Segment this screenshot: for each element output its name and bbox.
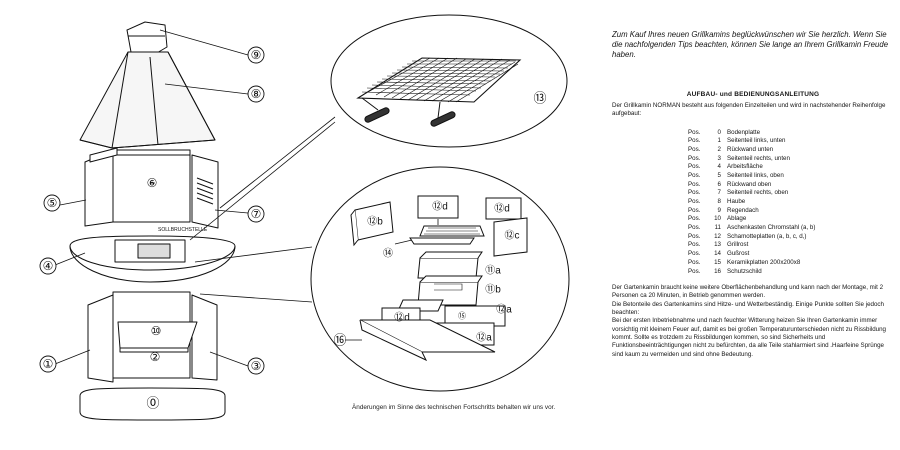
detail-grill-grate bbox=[330, 14, 568, 148]
callout-hood: ⑧ bbox=[251, 87, 262, 101]
callout-upper-right-side: ⑦ bbox=[251, 207, 262, 221]
part-hood bbox=[79, 51, 216, 149]
callout-lower-right-side: ③ bbox=[251, 359, 262, 373]
callout-upper-back-wall: ⑥ bbox=[147, 176, 158, 190]
exploded-assembly-diagram: ⑨ ⑧ ⑤ ⑦ ④ ① ③ ⑥ ⑩ ② ⓪ ⑬ ⑯ SOLLBRUCHSTELL… bbox=[39, 14, 570, 421]
assembly-intro: Der Grillkamin NORMAN besteht aus folgen… bbox=[612, 101, 886, 118]
technical-change-footnote: Änderungen im Sinne des technischen Fort… bbox=[352, 404, 556, 411]
part-lower-right-side bbox=[191, 294, 218, 381]
callout-upper-left-side: ⑤ bbox=[47, 196, 58, 210]
label-cast-grate: ⑭ bbox=[383, 248, 393, 260]
label-firebrick-c: ⑫c bbox=[505, 230, 520, 242]
breakline-label: SOLLBRUCHSTELLE bbox=[158, 227, 208, 233]
callout-rain-cap: ⑨ bbox=[251, 48, 262, 62]
callout-work-surface: ④ bbox=[43, 259, 54, 273]
label-firebrick-d-left: ⑫d bbox=[432, 201, 448, 213]
label-firebrick-d-lower: ⑫d bbox=[394, 312, 410, 324]
care-paragraph: Der Gartenkamin braucht keine weitere Ob… bbox=[612, 284, 884, 300]
callout-shelf: ⑩ bbox=[151, 324, 162, 338]
part-upper-right-side bbox=[191, 154, 219, 229]
instruction-text-panel: Zum Kauf Ihres neuen Grillkamins beglück… bbox=[612, 30, 894, 440]
callout-protective-shield: ⑯ bbox=[333, 333, 346, 348]
label-firebrick-b: ⑫b bbox=[367, 216, 383, 228]
detail-firebox-parts bbox=[310, 166, 570, 392]
label-firebrick-a-lower: ⑫a bbox=[476, 332, 492, 344]
label-ash-box-a: ⑪a bbox=[485, 265, 501, 277]
label-ceramic-tiles: ⑮ bbox=[458, 312, 466, 321]
label-ash-box-b: ⑪b bbox=[485, 284, 501, 296]
callout-lower-back-wall: ② bbox=[150, 350, 161, 364]
part-base-plate bbox=[79, 387, 226, 421]
care-instructions: Der Gartenkamin braucht keine weitere Ob… bbox=[612, 284, 894, 359]
section-heading: AUFBAU- und BEDIENUNGSANLEITUNG bbox=[686, 90, 820, 98]
intro-text: Zum Kauf Ihres neuen Grillkamins beglück… bbox=[612, 30, 889, 60]
assembly-callout-labels: ⑨ ⑧ ⑤ ⑦ ④ ① ③ ⑥ ⑩ ② ⓪ ⑬ ⑯ bbox=[43, 48, 547, 411]
callout-lower-left-side: ① bbox=[43, 357, 54, 371]
part-upper-left-side bbox=[84, 147, 118, 227]
care-paragraph: Bei der ersten Inbetriebnahme und nach f… bbox=[612, 317, 886, 358]
care-paragraph: Die Betonteile des Gartenkamins sind Hit… bbox=[612, 300, 884, 317]
firebox-part-labels: ⑫b ⑫d ⑫d ⑫c ⑭ ⑪a ⑪b ⑫a ⑫d ⑫a ⑮ bbox=[367, 201, 519, 344]
label-firebrick-d-right: ⑫d bbox=[494, 203, 510, 215]
part-shelf bbox=[117, 321, 198, 353]
callout-base-plate: ⓪ bbox=[146, 396, 159, 411]
callout-grill-grate: ⑬ bbox=[533, 91, 546, 106]
label-firebrick-a-upper: ⑫a bbox=[496, 304, 512, 316]
part-work-surface bbox=[69, 235, 236, 283]
part-lower-left-side bbox=[87, 294, 114, 383]
